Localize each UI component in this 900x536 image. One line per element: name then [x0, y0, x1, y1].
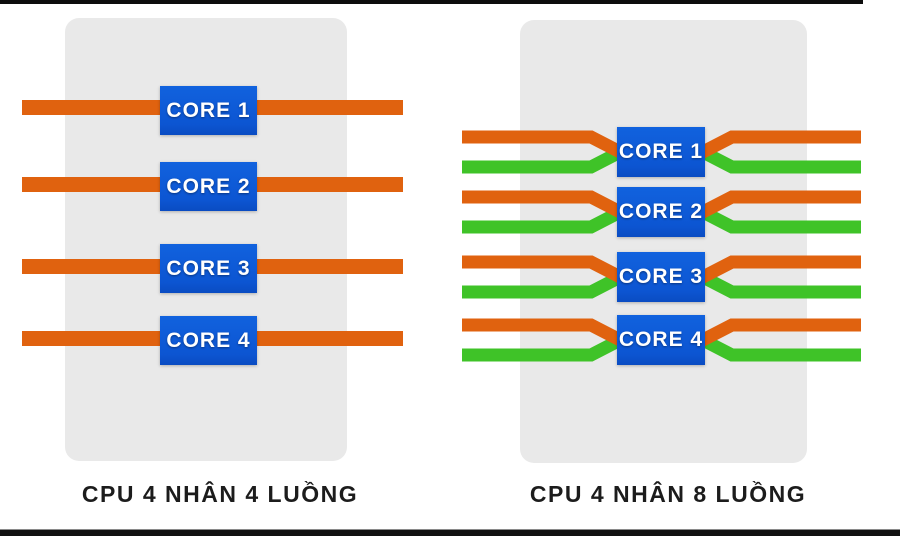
right-cpu-caption: CPU 4 NHÂN 8 LUỒNG — [529, 481, 807, 507]
core-box-right-4: CORE 4 — [617, 315, 705, 365]
left-cpu-caption: CPU 4 NHÂN 4 LUỒNG — [81, 481, 359, 507]
core-box-right-3: CORE 3 — [617, 252, 705, 302]
letterbox-top — [0, 0, 863, 4]
core-box-right-1: CORE 1 — [617, 127, 705, 177]
core-box-left-1: CORE 1 — [160, 86, 257, 135]
core-box-left-4: CORE 4 — [160, 316, 257, 365]
core-box-left-2: CORE 2 — [160, 162, 257, 211]
left-cpu-chip — [65, 18, 347, 461]
core-box-right-2: CORE 2 — [617, 187, 705, 237]
right-cpu-chip — [520, 20, 807, 463]
core-box-left-3: CORE 3 — [160, 244, 257, 293]
letterbox-bottom — [0, 529, 900, 536]
